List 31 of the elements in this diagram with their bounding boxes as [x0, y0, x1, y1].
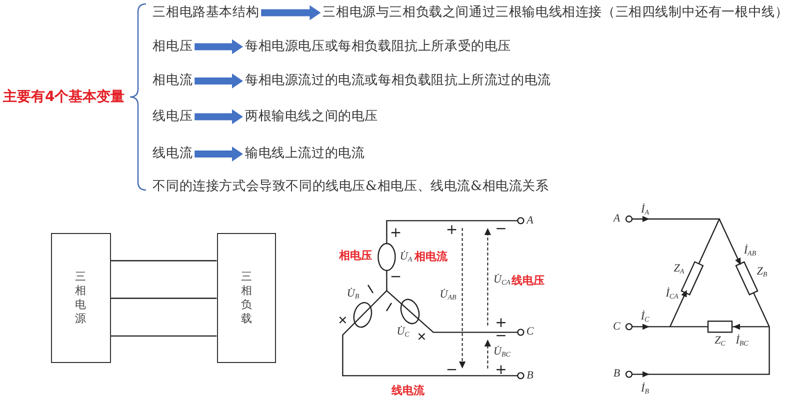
- term-text: 线电压: [150, 108, 195, 125]
- heading-text: 主要有4个基本变量: [3, 88, 125, 106]
- note-text: 不同的连接方式会导致不同的线电压&相电压、线电流&相电流关系: [152, 178, 550, 195]
- definition-text: 每相电源流过的电流或每相负载阻抗上所流过的电流: [243, 73, 553, 89]
- terminal-label: B: [613, 368, 620, 381]
- terminal-label: A: [613, 212, 620, 226]
- current-label: İ$_{A}$: [641, 203, 649, 216]
- terminal-label: B: [526, 369, 534, 382]
- connector-line: [110, 335, 217, 337]
- current-label: İ$_{B}$: [641, 382, 649, 395]
- block-arrow: [261, 5, 321, 20]
- block-box: 三相电源: [50, 233, 111, 363]
- block-arrow: [194, 39, 243, 54]
- block-arrow: [194, 146, 243, 162]
- terminal-label: C: [526, 326, 534, 339]
- block-arrow: [194, 109, 243, 124]
- block-box: 三相负载: [216, 233, 276, 363]
- definition-text: 三相电源与三相负载之间通过三根输电线相连接（三相四线制中还有一根中线）: [320, 4, 790, 21]
- connector-line: [110, 260, 217, 262]
- definition-text: 每相电源电压或每相负载阻抗上所承受的电压: [243, 38, 513, 55]
- term-text: 线电流: [150, 146, 195, 162]
- definition-text: 两根输电线之间的电压: [243, 108, 380, 125]
- term-text: 相电流: [150, 73, 195, 89]
- block-arrow: [194, 74, 243, 88]
- terminal-label: A: [526, 214, 534, 228]
- term-text: 相电压: [150, 38, 195, 55]
- connector-line: [110, 298, 217, 299]
- term-text: 三相电路基本结构: [150, 4, 262, 21]
- terminal-label: C: [613, 320, 620, 334]
- annotation-text: 线电流: [392, 384, 424, 398]
- definition-text: 输电线上流过的电流: [243, 146, 367, 162]
